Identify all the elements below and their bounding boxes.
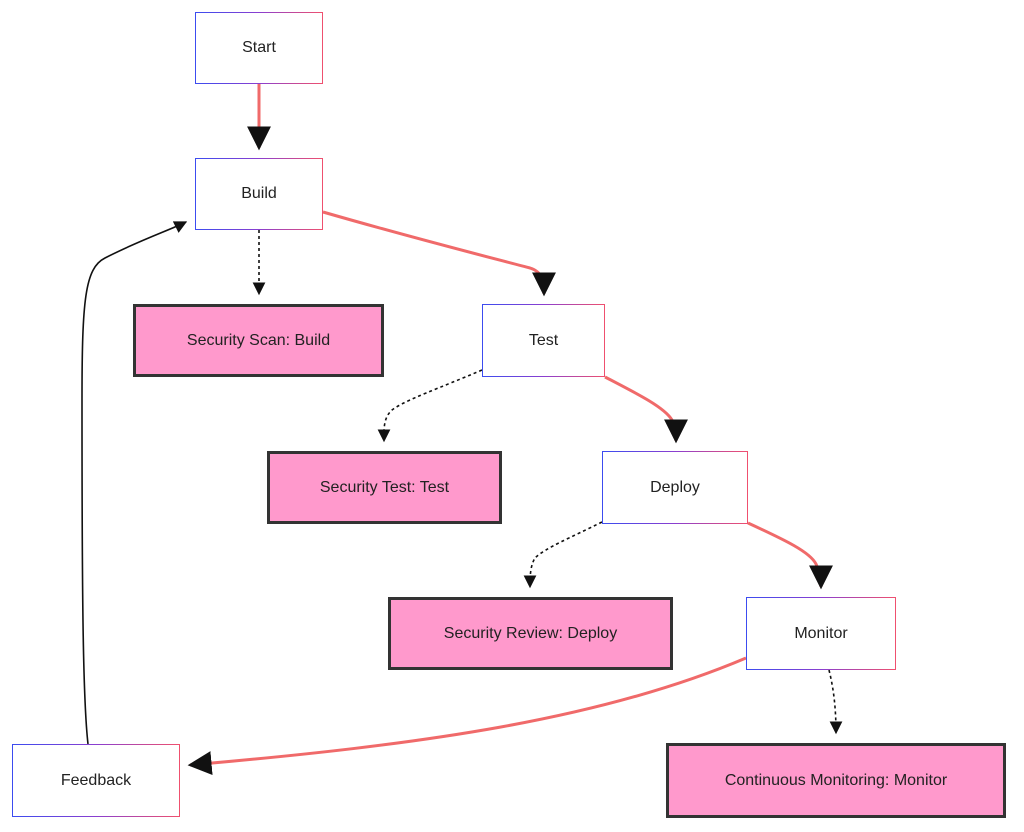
node-start: Start bbox=[195, 12, 323, 84]
node-feedback: Feedback bbox=[12, 744, 180, 817]
node-test-label: Test bbox=[528, 331, 559, 349]
node-security-test-label: Security Test: Test bbox=[319, 478, 450, 496]
node-build: Build bbox=[195, 158, 323, 230]
edge-test-security-test bbox=[377, 369, 483, 443]
node-security-review-label: Security Review: Deploy bbox=[443, 624, 618, 642]
node-start-label: Start bbox=[242, 39, 276, 56]
edge-monitor-continuous-monitoring bbox=[828, 669, 843, 735]
edge-deploy-monitor bbox=[747, 521, 833, 590]
edge-deploy-security-review bbox=[523, 521, 603, 589]
node-security-test: Security Test: Test bbox=[267, 451, 502, 524]
node-continuous-monitoring-label: Continuous Monitoring: Monitor bbox=[724, 771, 948, 789]
node-security-review: Security Review: Deploy bbox=[388, 597, 673, 670]
node-security-scan: Security Scan: Build bbox=[133, 304, 384, 377]
node-monitor-label: Monitor bbox=[794, 624, 848, 642]
node-deploy-label: Deploy bbox=[650, 478, 700, 496]
node-test: Test bbox=[482, 304, 605, 377]
edge-monitor-feedback bbox=[187, 656, 747, 776]
edge-build-test bbox=[322, 210, 556, 297]
node-monitor: Monitor bbox=[746, 597, 896, 670]
node-security-scan-label: Security Scan: Build bbox=[186, 331, 331, 349]
edge-test-deploy bbox=[604, 375, 688, 444]
node-continuous-monitoring: Continuous Monitoring: Monitor bbox=[666, 743, 1006, 818]
node-build-label: Build bbox=[241, 185, 277, 202]
edge-feedback-build bbox=[81, 221, 188, 745]
node-deploy: Deploy bbox=[602, 451, 748, 524]
node-feedback-label: Feedback bbox=[60, 771, 132, 789]
